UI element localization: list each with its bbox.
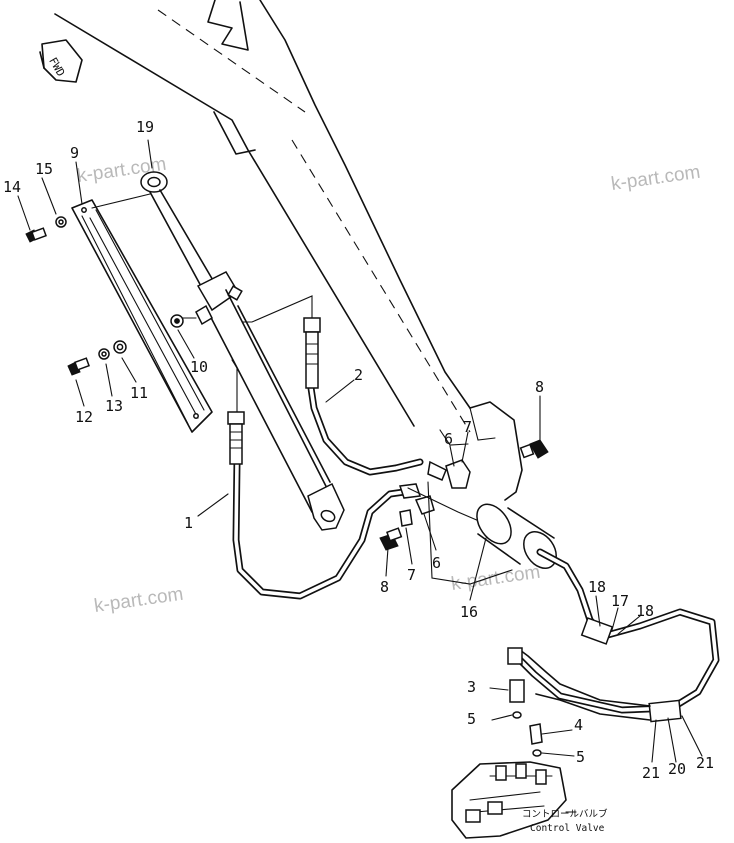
watermark-bottom-center: k-part.com: [450, 562, 542, 595]
callout-20: 20: [668, 760, 686, 778]
callouts: 14 15 9 19 10 11 13 12 1 2 6 7 8 6 7 8 1…: [3, 118, 714, 782]
callout-8a: 8: [535, 378, 544, 396]
callout-7b: 7: [407, 566, 416, 584]
leader-lines: [17, 139, 703, 763]
callout-5b: 5: [576, 748, 585, 766]
callout-6a: 6: [444, 430, 453, 448]
return-hose: [507, 548, 720, 723]
callout-12: 12: [75, 408, 93, 426]
boom-structure: [54, 0, 523, 501]
hose-2: [241, 295, 447, 481]
callout-17: 17: [611, 592, 629, 610]
control-valve-label-en: Control Valve: [530, 823, 605, 834]
callout-10: 10: [190, 358, 208, 376]
callout-14: 14: [3, 178, 21, 196]
watermark-top-right: k-part.com: [610, 162, 702, 195]
callout-18a: 18: [588, 578, 606, 596]
forward-label: FWD: [46, 55, 67, 79]
fasteners-left: [25, 216, 184, 376]
callout-19: 19: [136, 118, 154, 136]
callout-6b: 6: [432, 554, 441, 572]
callout-8b: 8: [380, 578, 389, 596]
callout-7a: 7: [463, 418, 472, 436]
forward-arrow: FWD: [39, 39, 83, 83]
callout-21a: 21: [642, 764, 660, 782]
clamp-assembly: [379, 439, 557, 585]
callout-21b: 21: [696, 754, 714, 772]
callout-1: 1: [184, 514, 193, 532]
callout-15: 15: [35, 160, 53, 178]
watermark-bottom-left: k-part.com: [93, 584, 185, 617]
callout-5a: 5: [467, 710, 476, 728]
fittings: [509, 679, 543, 757]
guide-plate: [71, 193, 213, 433]
hydraulic-cylinder: [140, 171, 345, 531]
callout-18b: 18: [636, 602, 654, 620]
callout-2: 2: [354, 366, 363, 384]
control-valve: コントロールバルブ Control Valve: [451, 761, 608, 839]
control-valve-label-jp: コントロールバルブ: [522, 808, 608, 820]
watermarks: k-part.com k-part.com k-part.com k-part.…: [76, 154, 702, 617]
callout-13: 13: [105, 397, 123, 415]
callout-3: 3: [467, 678, 476, 696]
hose-1: [227, 359, 422, 600]
callout-9: 9: [70, 144, 79, 162]
callout-11: 11: [130, 384, 148, 402]
callout-16: 16: [460, 603, 478, 621]
callout-4: 4: [574, 716, 583, 734]
